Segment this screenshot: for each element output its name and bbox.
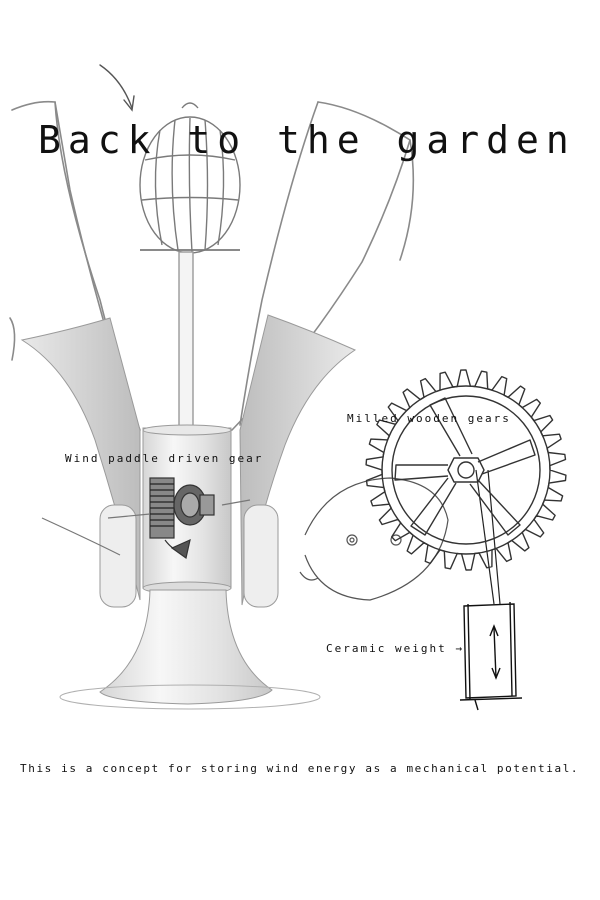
side-wheels (99, 504, 279, 608)
cam-wheel (299, 477, 449, 601)
axle-struts (41, 499, 251, 556)
ceramic-weight-icon (459, 601, 523, 711)
base-pedestal (59, 589, 321, 710)
label-ceramic-weight: Ceramic weight → (326, 642, 464, 655)
milled-wooden-gear-icon (365, 369, 567, 571)
gear-spokes (394, 397, 536, 536)
label-wind-paddle-gear: Wind paddle driven gear (65, 452, 264, 465)
concept-caption: This is a concept for storing wind energ… (20, 762, 580, 775)
rotation-arrow (99, 64, 135, 112)
seed-pod-cap (139, 102, 241, 254)
page-title: Back to the garden (38, 118, 576, 162)
label-milled-wooden-gears: Milled wooden gears (347, 412, 511, 425)
wind-paddle-gear-icon (149, 477, 215, 560)
center-pole (178, 251, 194, 431)
